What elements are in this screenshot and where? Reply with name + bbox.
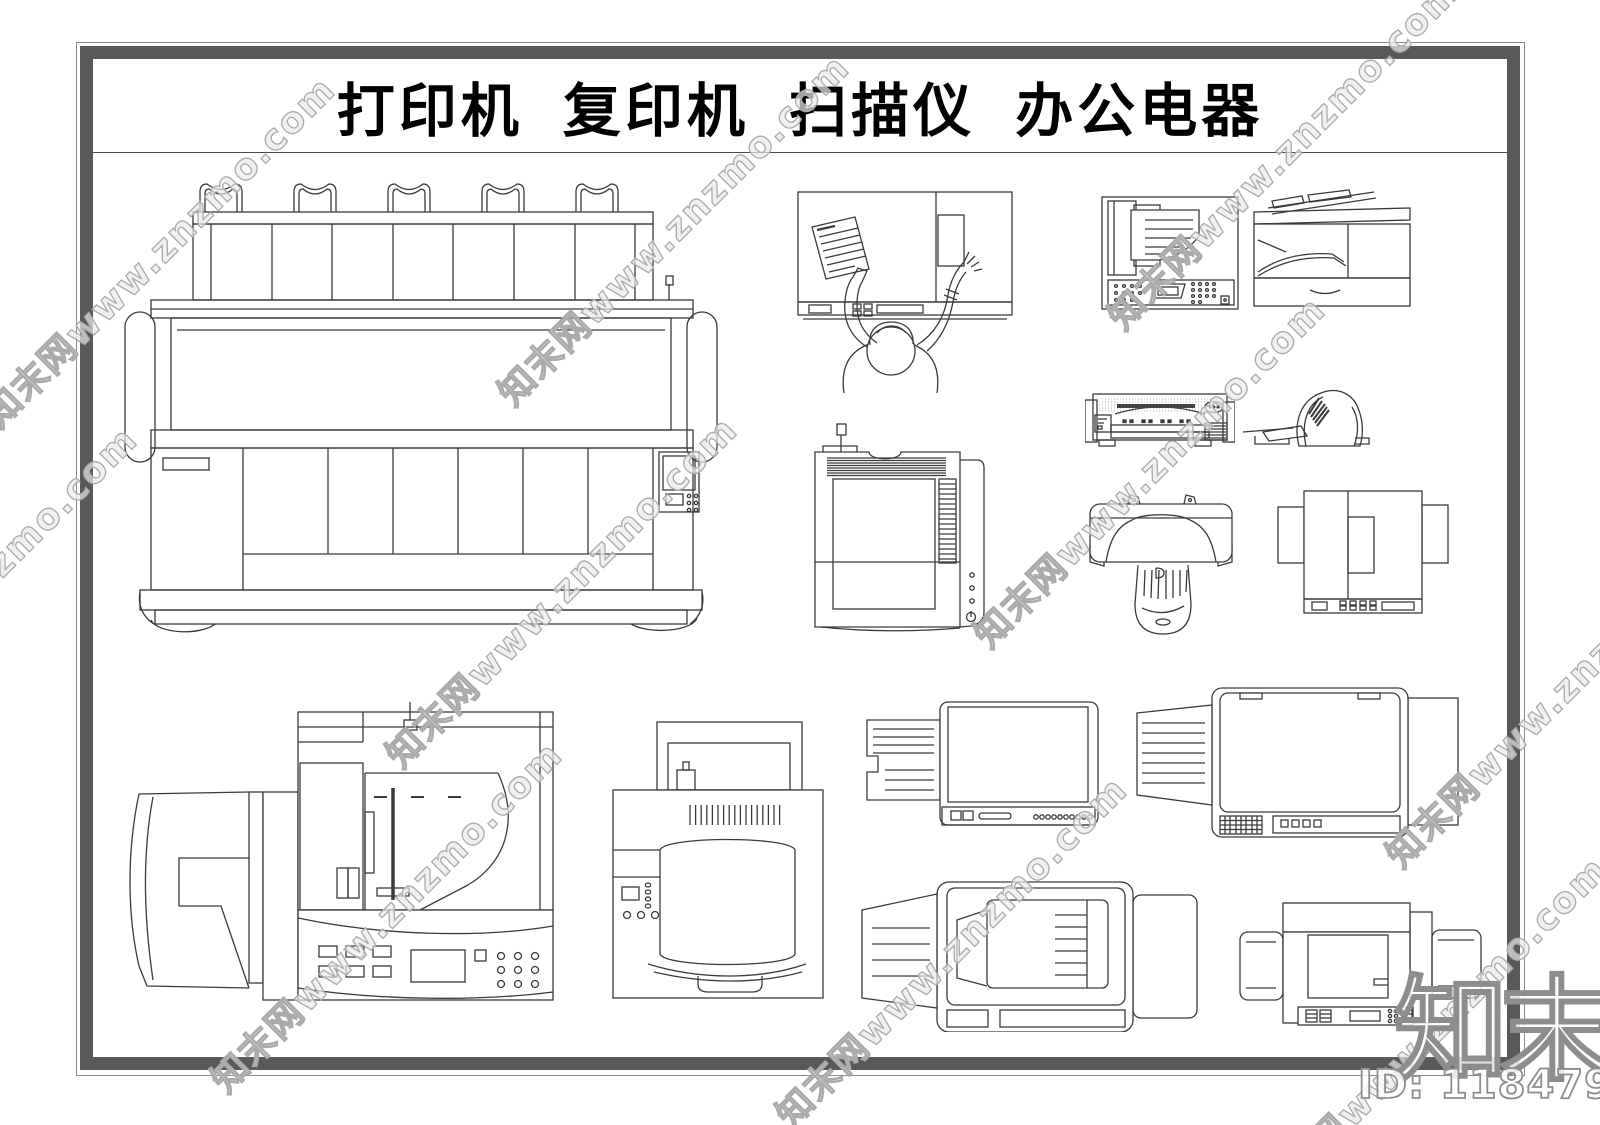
drawing-wide-format-printer-top-view xyxy=(123,700,563,1002)
drawing-multifunction-fax-top-view xyxy=(860,880,1200,1032)
drawing-laser-printer-front-view xyxy=(610,714,825,1006)
drawing-large-plotter-front-view xyxy=(123,178,719,636)
drawing-inkjet-printer-top-view xyxy=(1088,492,1234,640)
drawing-copier-top-view-vented xyxy=(813,420,985,633)
id-label: ID: 1184795764 xyxy=(1357,1061,1600,1109)
drawing-copier-with-trays-top-view xyxy=(1238,900,1483,1035)
drawing-compact-printer-side-view xyxy=(1243,388,1373,452)
drawing-small-copier-top-view xyxy=(1276,489,1450,615)
drawing-operator-using-copier-top-view xyxy=(795,183,1017,395)
page-title: 打印机 复印机 扫描仪 办公电器 xyxy=(336,76,1264,145)
drawing-inkjet-printer-front-view xyxy=(1085,390,1235,452)
title-divider xyxy=(93,152,1507,153)
drawing-fax-machine-top-view xyxy=(1101,196,1241,311)
drawing-scanner-top-view-with-paper xyxy=(865,698,1100,830)
drawing-fax-machine-with-tray-top-view xyxy=(1135,685,1465,840)
drawing-copier-side-view xyxy=(1252,186,1412,310)
